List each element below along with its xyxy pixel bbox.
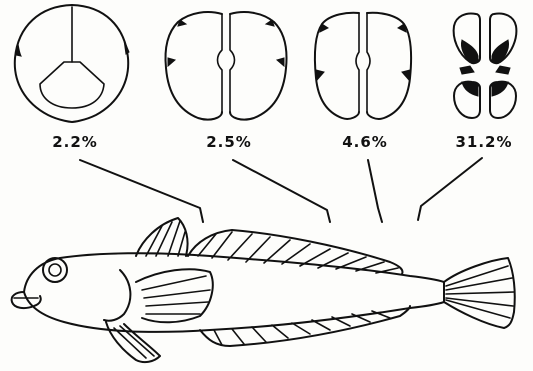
percent-label-2: 2.5%	[206, 133, 252, 151]
cross-section-1	[15, 5, 129, 122]
percent-label-3: 4.6%	[342, 133, 388, 151]
leader-line-1	[80, 160, 203, 222]
leader-line-2	[233, 160, 330, 222]
gill-cover	[104, 270, 130, 321]
fish-eye	[43, 258, 67, 282]
leader-line-4	[418, 158, 482, 220]
fish-illustration	[12, 218, 515, 362]
fish-mouth	[12, 292, 41, 308]
cross-section-4	[454, 14, 517, 119]
percent-label-4: 31.2%	[455, 133, 512, 151]
percent-label-1: 2.2%	[52, 133, 98, 151]
leader-line-3	[368, 160, 382, 222]
cross-section-3	[315, 13, 411, 119]
leader-lines	[80, 158, 482, 222]
second-dorsal-fin	[188, 230, 403, 274]
cross-section-2	[166, 12, 287, 120]
